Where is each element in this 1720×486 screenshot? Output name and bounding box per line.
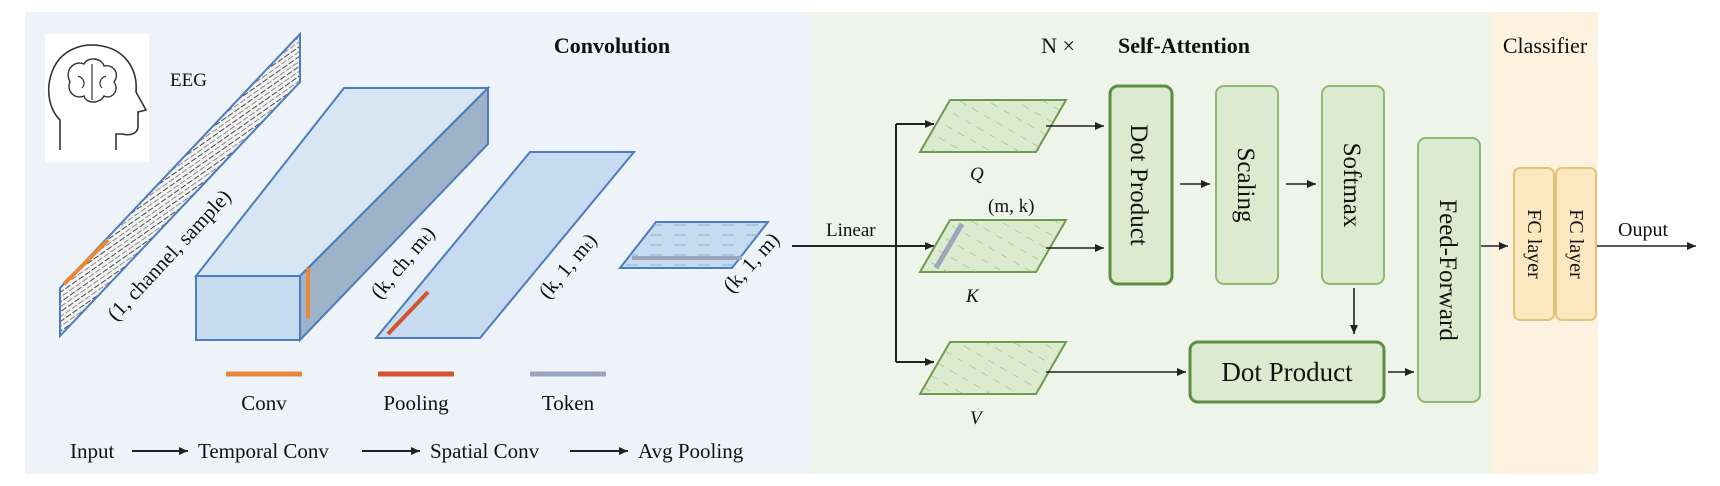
spatial-conv-block xyxy=(373,151,637,339)
key-matrix xyxy=(918,219,1068,273)
v-label: V xyxy=(970,408,984,429)
eeg-input-slab xyxy=(59,31,301,339)
classifier-title: Classifier xyxy=(1503,33,1588,58)
fc-layer-1-label: FC layer xyxy=(1523,209,1545,279)
pipeline-step-pooling: Avg Pooling xyxy=(638,439,744,463)
legend-label-conv: Conv xyxy=(241,391,287,415)
legend-label-token: Token xyxy=(542,391,595,415)
fc-layer-1-block: FC layer xyxy=(1513,167,1555,321)
dot-product-bottom-block: Dot Product xyxy=(1188,340,1386,404)
linear-label: Linear xyxy=(826,220,876,241)
convolution-title: Convolution xyxy=(554,33,670,58)
brain-head-icon xyxy=(45,34,149,162)
dot-product-top-block: Dot Product xyxy=(1108,84,1174,286)
dot-product-bottom-label: Dot Product xyxy=(1221,357,1353,387)
linear-connectors xyxy=(792,120,934,366)
attention-repeat-label: N × xyxy=(1041,33,1075,58)
pipeline-step-input: Input xyxy=(70,439,114,463)
fc-layer-2-label: FC layer xyxy=(1565,209,1587,279)
legend: Conv Pooling Token xyxy=(226,371,606,415)
dot-product-top-label: Dot Product xyxy=(1125,124,1152,246)
scaling-label: Scaling xyxy=(1232,148,1259,223)
fc-layer-2-block: FC layer xyxy=(1555,167,1597,321)
softmax-block: Softmax xyxy=(1321,85,1385,285)
softmax-label: Softmax xyxy=(1338,143,1365,228)
mk-label: (m, k) xyxy=(988,196,1034,217)
feed-forward-block: Feed-Forward xyxy=(1417,137,1481,403)
q-label: Q xyxy=(970,164,984,185)
avg-pooling-block xyxy=(617,221,771,269)
legend-label-pooling: Pooling xyxy=(383,391,449,415)
feed-forward-label: Feed-Forward xyxy=(1434,199,1461,341)
temporal-conv-block xyxy=(193,85,491,343)
eeg-label: EEG xyxy=(170,70,207,91)
query-matrix xyxy=(918,99,1068,153)
pipeline-step-temporal: Temporal Conv xyxy=(198,439,329,463)
k-label: K xyxy=(965,286,980,307)
output-label: Ouput xyxy=(1618,219,1668,241)
scaling-block: Scaling xyxy=(1215,85,1279,285)
attention-arrows xyxy=(1046,122,1696,376)
pipeline: Input Temporal Conv Spatial Conv Avg Poo… xyxy=(70,439,744,463)
pipeline-step-spatial: Spatial Conv xyxy=(430,439,540,463)
value-matrix xyxy=(918,341,1068,395)
attention-title: Self-Attention xyxy=(1118,33,1250,58)
